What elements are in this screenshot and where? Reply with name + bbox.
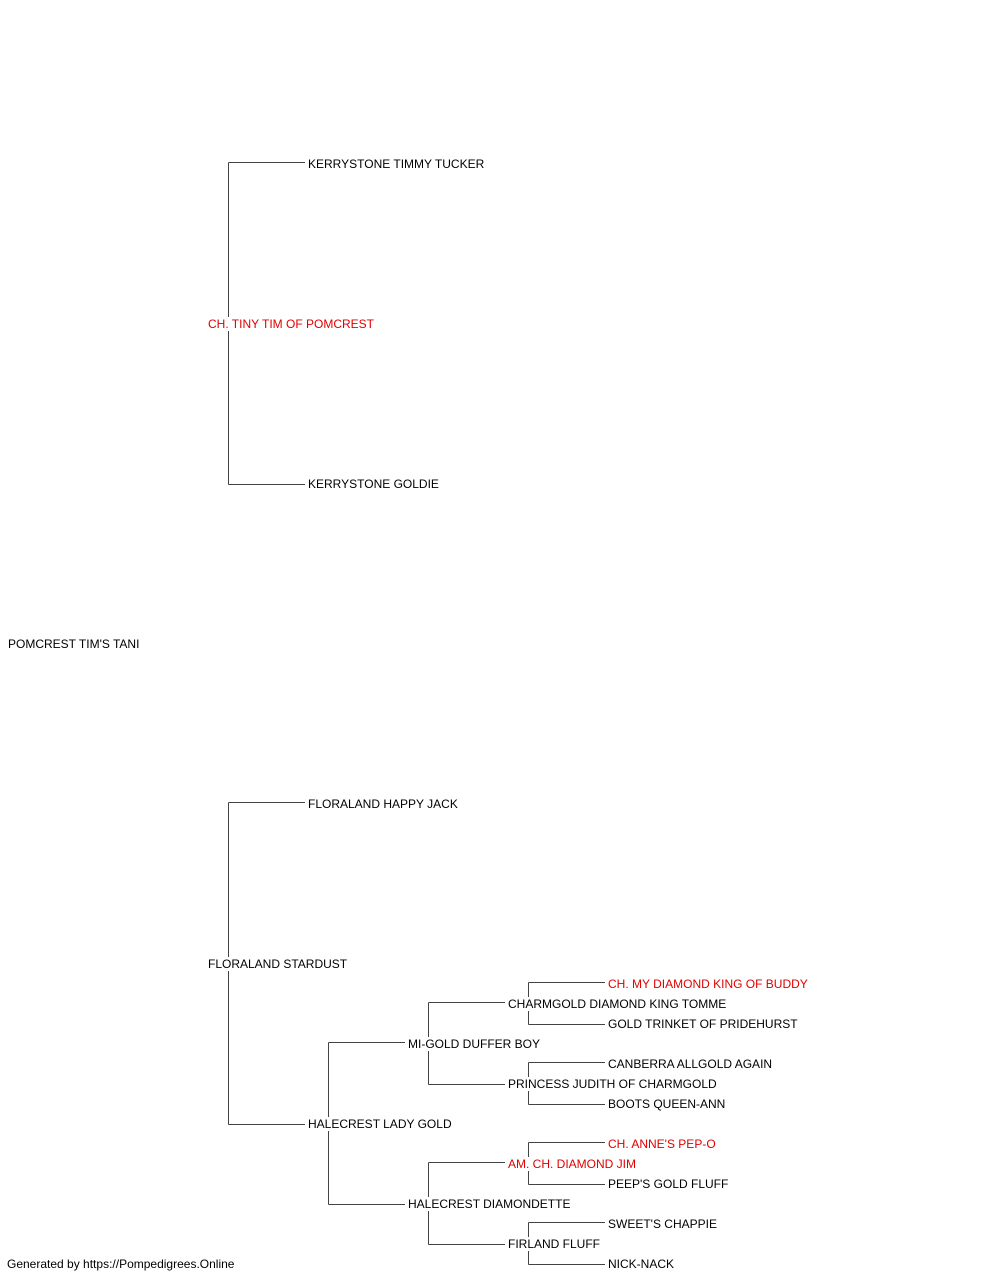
ddddd-name: NICK-NACK — [607, 1257, 676, 1271]
dam-name: FLORALAND STARDUST — [207, 957, 349, 971]
ddsdd-name: BOOTS QUEEN-ANN — [607, 1097, 727, 1111]
dam-dam-name: HALECREST LADY GOLD — [307, 1117, 453, 1131]
generated-by-footer: Generated by https://Pompedigrees.Online — [7, 1257, 235, 1271]
ddss-name: CHARMGOLD DIAMOND KING TOMME — [507, 997, 728, 1011]
ddsss-name: CH. MY DIAMOND KING OF BUDDY — [607, 977, 809, 991]
sire-sire-name: KERRYSTONE TIMMY TUCKER — [307, 157, 486, 171]
dam-dam-sire-name: MI-GOLD DUFFER BOY — [407, 1037, 542, 1051]
ddsds-name: CANBERRA ALLGOLD AGAIN — [607, 1057, 774, 1071]
dddds-name: SWEET'S CHAPPIE — [607, 1217, 718, 1231]
dam-sire-name: FLORALAND HAPPY JACK — [307, 797, 459, 811]
ddssd-name: GOLD TRINKET OF PRIDEHURST — [607, 1017, 799, 1031]
dddss-name: CH. ANNE'S PEP-O — [607, 1137, 717, 1151]
sire-name: CH. TINY TIM OF POMCREST — [207, 317, 376, 331]
dddd-name: FIRLAND FLUFF — [507, 1237, 602, 1251]
dddsd-name: PEEP'S GOLD FLUFF — [607, 1177, 730, 1191]
ddds-name: AM. CH. DIAMOND JIM — [507, 1157, 637, 1171]
ddsd-name: PRINCESS JUDITH OF CHARMGOLD — [507, 1077, 718, 1091]
sire-dam-name: KERRYSTONE GOLDIE — [307, 477, 440, 491]
dam-dam-dam-name: HALECREST DIAMONDETTE — [407, 1197, 572, 1211]
subject-dog-name: POMCREST TIM'S TANI — [7, 637, 141, 651]
